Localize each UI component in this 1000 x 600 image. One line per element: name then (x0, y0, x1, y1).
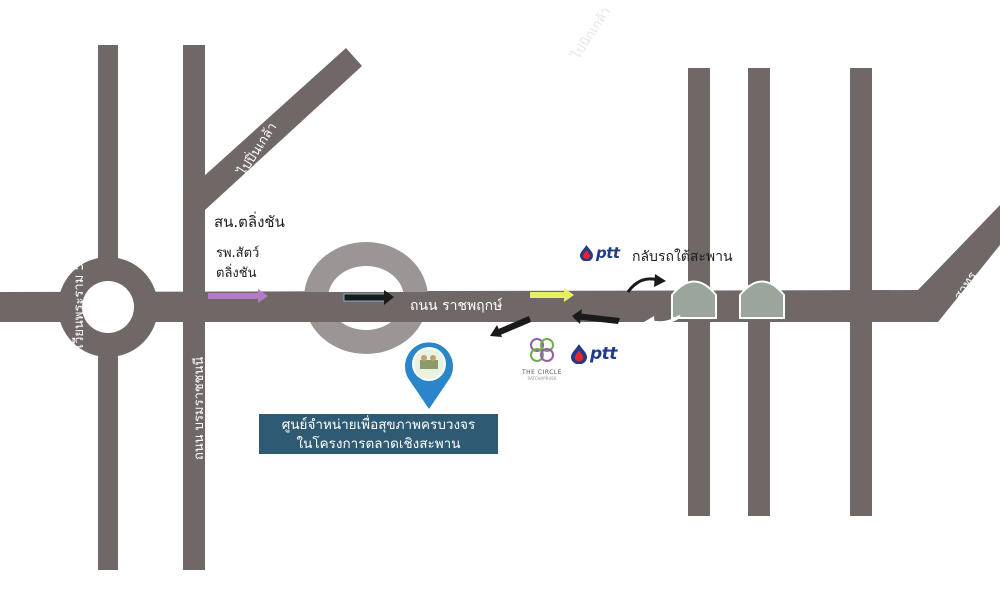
ptt-logo-text-1: ptt (596, 244, 620, 262)
center-label-line1: ศูนย์จำหน่ายเพื่อสุขภาพครบวงจร (281, 417, 476, 433)
u-turn-arrowhead-up (654, 274, 666, 287)
road-right-vertical-3 (850, 68, 872, 516)
vet-hospital-label-2: ตลิ่งชัน (216, 266, 257, 281)
the-circle-icon (530, 338, 554, 362)
the-circle-logo: THE CIRCLE RATCHAPRUEK (515, 335, 569, 381)
bypass-road-label: ถนน บรมราชชนนี (192, 356, 207, 460)
underpass-tunnel-1 (671, 280, 717, 319)
center-label-line2: ในโครงการตลาดเชิงสะพาน (296, 436, 461, 452)
road-top-diagonal (183, 48, 362, 210)
ptt-logo-bottom: ptt (571, 344, 617, 364)
arrow-purple (208, 289, 268, 303)
the-circle-name: THE CIRCLE (521, 369, 563, 376)
center-label-box: ศูนย์จำหน่ายเพื่อสุขภาพครบวงจร ในโครงการ… (259, 414, 498, 454)
u-turn-arrow-down (651, 314, 681, 325)
arrow-yellow (530, 288, 574, 302)
ptt-logo-text-2: ptt (590, 344, 617, 364)
ptt-drop-icon (580, 245, 593, 261)
the-circle-sub: RATCHAPRUEK (527, 376, 557, 381)
u-turn-arrow-up (626, 277, 659, 293)
arrow-black-1 (343, 290, 394, 305)
main-road-label: ถนน ราชพฤกษ์ (410, 298, 503, 314)
underpass-tunnel-2 (739, 280, 785, 319)
arrow-black-left-2 (490, 316, 531, 337)
arrow-black-left-1 (572, 309, 620, 324)
roundabout-island (82, 281, 134, 333)
ptt-drop-icon (571, 344, 587, 364)
u-turn-label: กลับรถใต้สะพาน (632, 249, 733, 265)
u-turn-arrowhead-down (644, 316, 655, 328)
ptt-logo-top: ptt (580, 244, 620, 262)
roundabout-label: วงเวียนพระราม 5 (72, 262, 87, 362)
vet-hospital-label-1: รพ.สัตว์ (216, 246, 260, 261)
location-pin-icon (400, 338, 458, 410)
bus-terminal-label: สน.ตลิ่งชัน (214, 213, 285, 231)
